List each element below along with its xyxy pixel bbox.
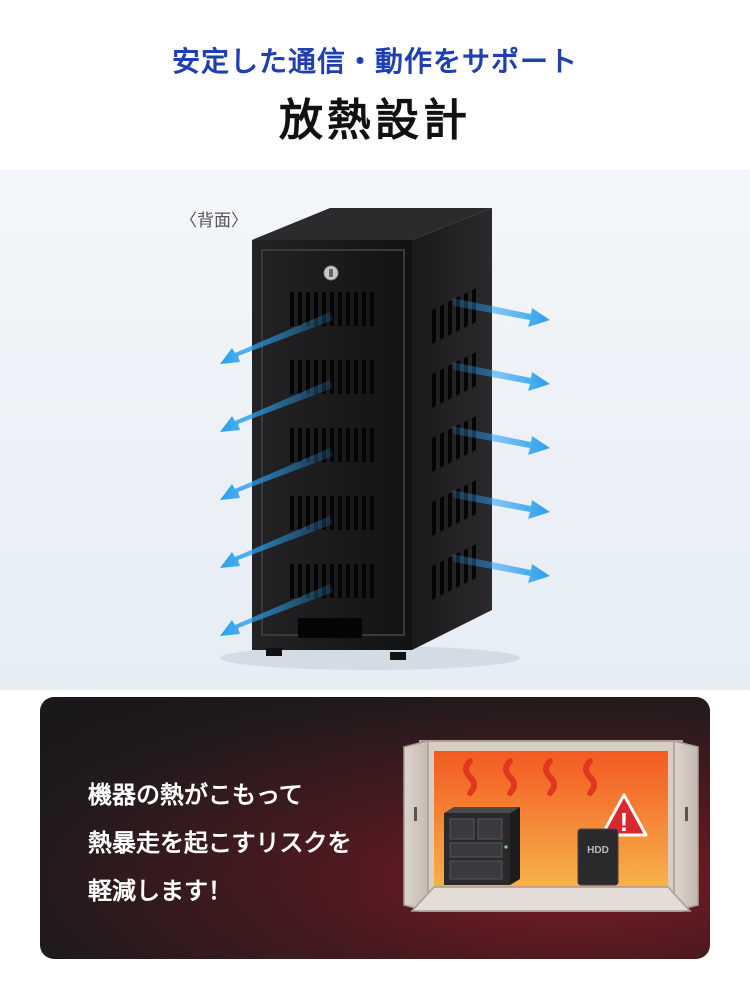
arrow-icon [452,298,550,327]
heat-wave-icon [583,758,597,796]
arrow-icon [452,362,550,391]
arrow-icon [220,584,333,636]
panel-line: 熱暴走を起こすリスクを [88,829,352,857]
airflow-arrows-left [220,312,333,636]
arrow-icon [220,312,333,364]
page-title: 放熱設計 [279,95,471,146]
arrow-icon [220,516,333,568]
heat-cabinet-illustration: ! HDD [403,740,699,912]
panel-text: 機器の熱がこもって 熱暴走を起こすリスクを 軽減します！ [88,771,428,915]
arrow-icon [220,448,333,500]
product-area: 〈背面〉 [0,170,750,690]
airflow-arrows-right [452,298,550,583]
arrow-icon [220,380,333,432]
heat-risk-panel: 機器の熱がこもって 熱暴走を起こすリスクを 軽減します！ [40,697,710,959]
hdd-label: HDD [587,845,609,856]
back-view-label: 〈背面〉 [180,211,248,231]
heat-wave-icon [543,758,557,796]
panel-line: 機器の熱がこもって [88,781,303,809]
cabinet-illustration [220,208,550,670]
svg-text:!: ! [620,807,629,837]
subtitle: 安定した通信・動作をサポート [171,45,578,78]
heat-wave-icon [503,758,517,796]
panel-line: 軽減します！ [88,877,232,905]
hdd-device: HDD [577,828,619,886]
header: 安定した通信・動作をサポート 放熱設計 [0,0,750,170]
arrow-icon [452,490,550,519]
nas-device [444,807,520,885]
arrow-icon [452,554,550,583]
warning-icon: ! [600,793,648,837]
heat-wave-icon [463,758,477,796]
arrow-icon [452,426,550,455]
